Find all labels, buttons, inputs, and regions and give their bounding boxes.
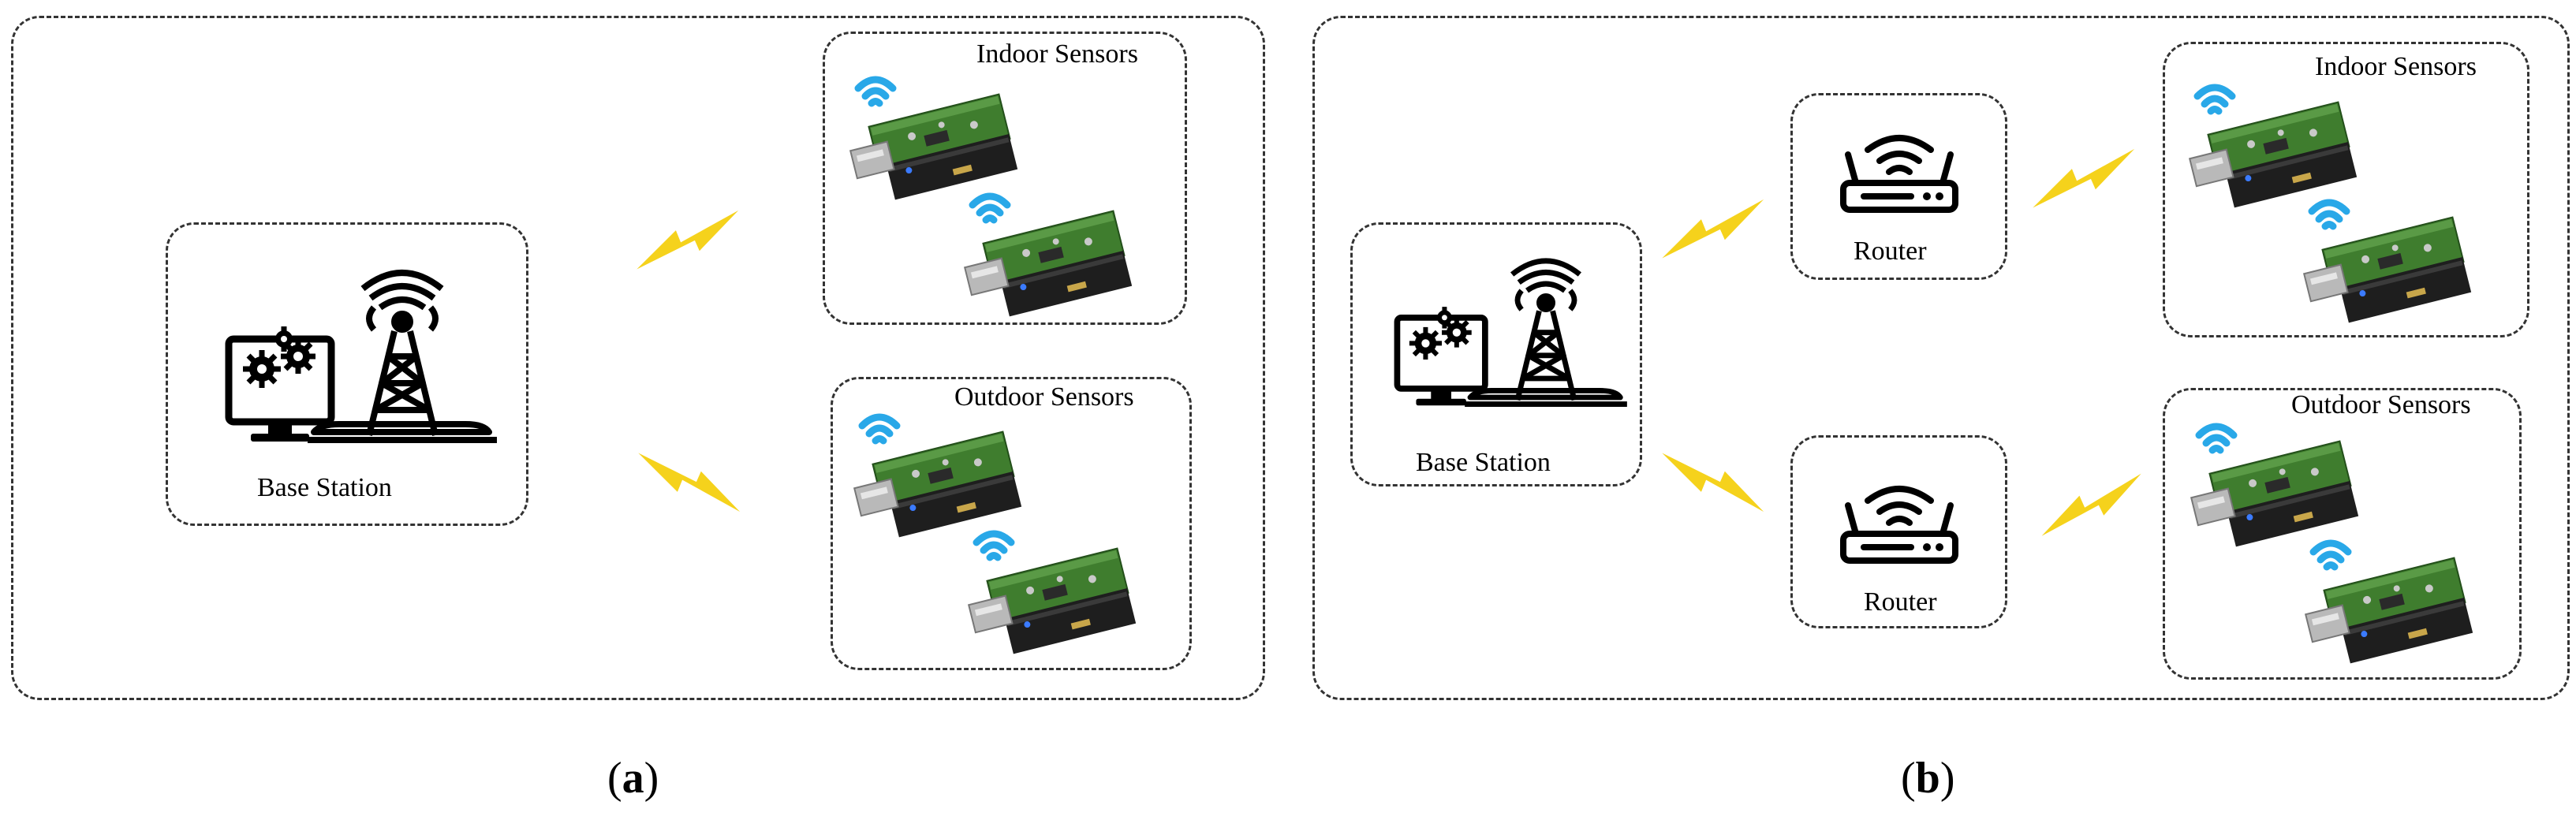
outdoor-sensors-box-b (2163, 388, 2522, 680)
base-station-icon (1357, 240, 1641, 422)
lightning-icon (2026, 148, 2141, 208)
caption-letter: a (622, 754, 644, 803)
caption-b: (b) (1901, 754, 1955, 803)
indoor-sensors-box-a (823, 32, 1187, 325)
lightning-icon (2033, 473, 2149, 536)
base-station-label: Base Station (1416, 448, 1551, 477)
panel-a (11, 16, 1265, 700)
indoor-sensors-label: Indoor Sensors (976, 39, 1138, 69)
sensor-node-icon (2167, 71, 2349, 205)
base-station-box-a (166, 222, 528, 526)
sensor-node-icon (2169, 410, 2350, 544)
lightning-icon (1656, 453, 1770, 512)
sensor-node-icon (946, 517, 1128, 651)
base-station-box-b (1350, 222, 1642, 486)
sensor-node-icon (2282, 186, 2463, 320)
sensor-node-icon (2283, 527, 2465, 661)
router-label: Router (1854, 237, 1927, 266)
router-icon (1832, 126, 1966, 217)
caption-a: (a) (607, 754, 659, 803)
indoor-sensors-label: Indoor Sensors (2315, 52, 2477, 81)
lightning-icon (632, 453, 746, 512)
base-station-label: Base Station (257, 473, 392, 502)
router-label: Router (1864, 587, 1937, 617)
outdoor-sensors-label: Outdoor Sensors (2291, 390, 2471, 419)
base-station-icon (181, 252, 513, 457)
router-box-top (1790, 93, 2007, 280)
caption-letter: b (1915, 754, 1940, 803)
lightning-icon (630, 210, 745, 270)
sensor-node-icon (828, 63, 1010, 197)
router-box-bottom (1790, 435, 2007, 628)
lightning-icon (1656, 199, 1770, 259)
indoor-sensors-box-b (2163, 42, 2529, 337)
outdoor-sensors-label: Outdoor Sensors (954, 382, 1134, 412)
sensor-node-icon (943, 180, 1124, 314)
sensor-node-icon (832, 401, 1014, 535)
panel-b (1312, 16, 2570, 700)
router-icon (1832, 477, 1966, 568)
outdoor-sensors-box-a (831, 377, 1192, 670)
